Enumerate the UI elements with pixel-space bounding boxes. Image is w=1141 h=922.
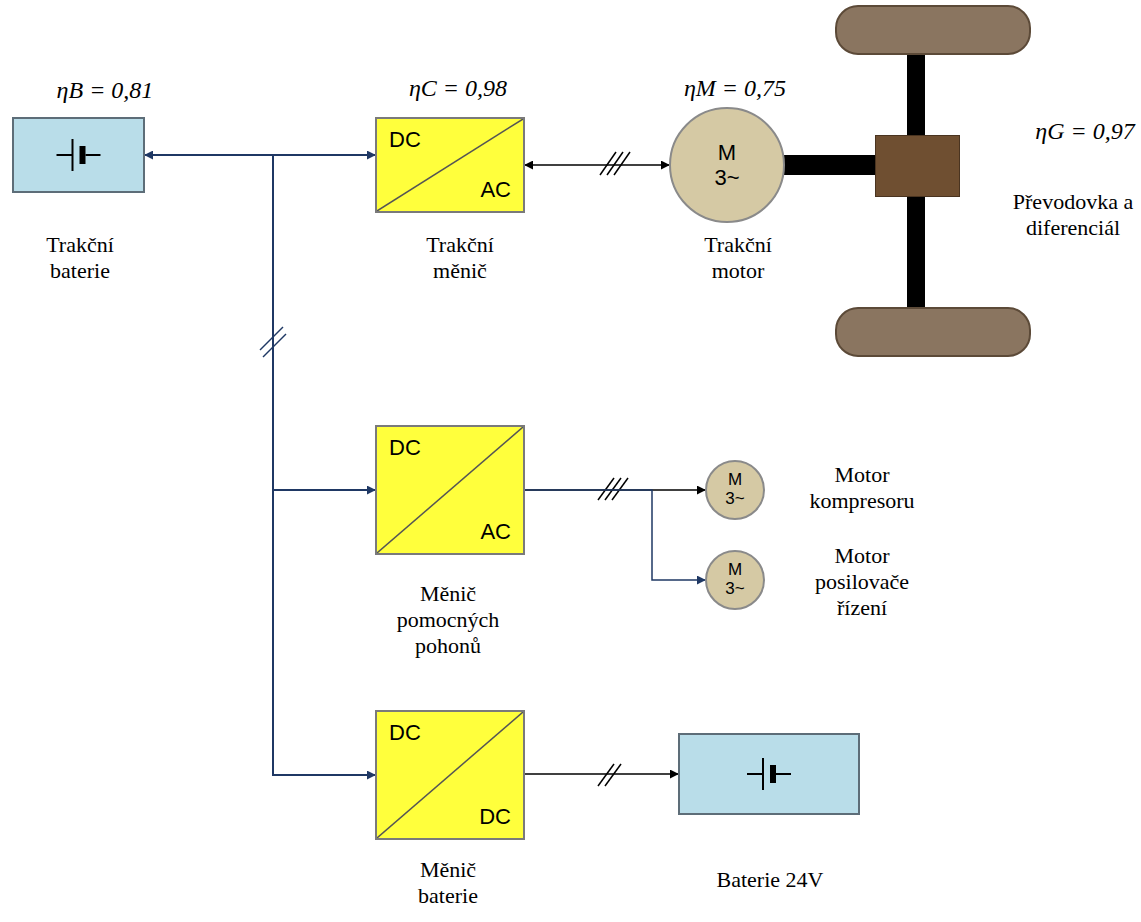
motor-symbol-label: M 3~ bbox=[725, 561, 744, 598]
phase-tick bbox=[598, 478, 628, 500]
power-connector bbox=[525, 164, 669, 166]
battery-box: Baterie 24V bbox=[678, 733, 860, 815]
port-label: DC bbox=[389, 127, 421, 153]
motor-circle: M 3~Motor posilovače řízení bbox=[705, 550, 765, 610]
part-label: Trakční motor bbox=[704, 232, 772, 284]
efficiency-label: ηC = 0,98 bbox=[409, 75, 507, 102]
gearbox-box: ηG = 0,97Převodovka a diferenciál bbox=[875, 135, 960, 197]
wheel bbox=[836, 308, 1030, 356]
power-connector bbox=[145, 155, 375, 775]
efficiency-label: ηB = 0,81 bbox=[57, 77, 154, 104]
part-label: Převodovka a diferenciál bbox=[998, 189, 1141, 241]
battery-symbol bbox=[14, 119, 143, 191]
port-label: DC bbox=[479, 804, 511, 830]
battery-box: ηB = 0,81Trakční baterie bbox=[12, 117, 145, 193]
power-connector bbox=[145, 155, 375, 490]
part-label: Trakční měnič bbox=[426, 232, 494, 284]
converter-box: DCACMěnič pomocných pohonů bbox=[375, 425, 525, 555]
port-label: AC bbox=[480, 177, 511, 203]
battery-symbol bbox=[680, 735, 858, 813]
part-label: Trakční baterie bbox=[46, 232, 114, 284]
motor-circle: ηM = 0,75M 3~Trakční motor bbox=[669, 107, 785, 223]
part-label: Baterie 24V bbox=[717, 867, 824, 893]
phase-tick bbox=[600, 152, 630, 175]
port-label: DC bbox=[389, 435, 421, 461]
efficiency-label: ηM = 0,75 bbox=[684, 75, 786, 102]
efficiency-label: ηG = 0,97 bbox=[1035, 118, 1134, 145]
part-label: Motor kompresoru bbox=[809, 462, 914, 514]
part-label: Měnič pomocných pohonů bbox=[397, 581, 500, 659]
motor-circle: M 3~Motor kompresoru bbox=[705, 460, 765, 520]
converter-box: ηC = 0,98DCACTrakční měnič bbox=[375, 117, 525, 213]
wire-tick bbox=[598, 764, 621, 786]
part-label: Motor posilovače řízení bbox=[815, 543, 909, 621]
part-label: Měnič baterie bbox=[418, 857, 478, 909]
drive-shaft bbox=[783, 155, 875, 175]
port-label: DC bbox=[389, 720, 421, 746]
power-connector bbox=[525, 490, 705, 580]
motor-symbol-label: M 3~ bbox=[714, 140, 739, 191]
converter-box: DCDCMěnič baterie bbox=[375, 710, 525, 840]
motor-symbol-label: M 3~ bbox=[725, 471, 744, 508]
wheel bbox=[836, 6, 1030, 54]
port-label: AC bbox=[480, 519, 511, 545]
power-connector bbox=[525, 773, 678, 775]
